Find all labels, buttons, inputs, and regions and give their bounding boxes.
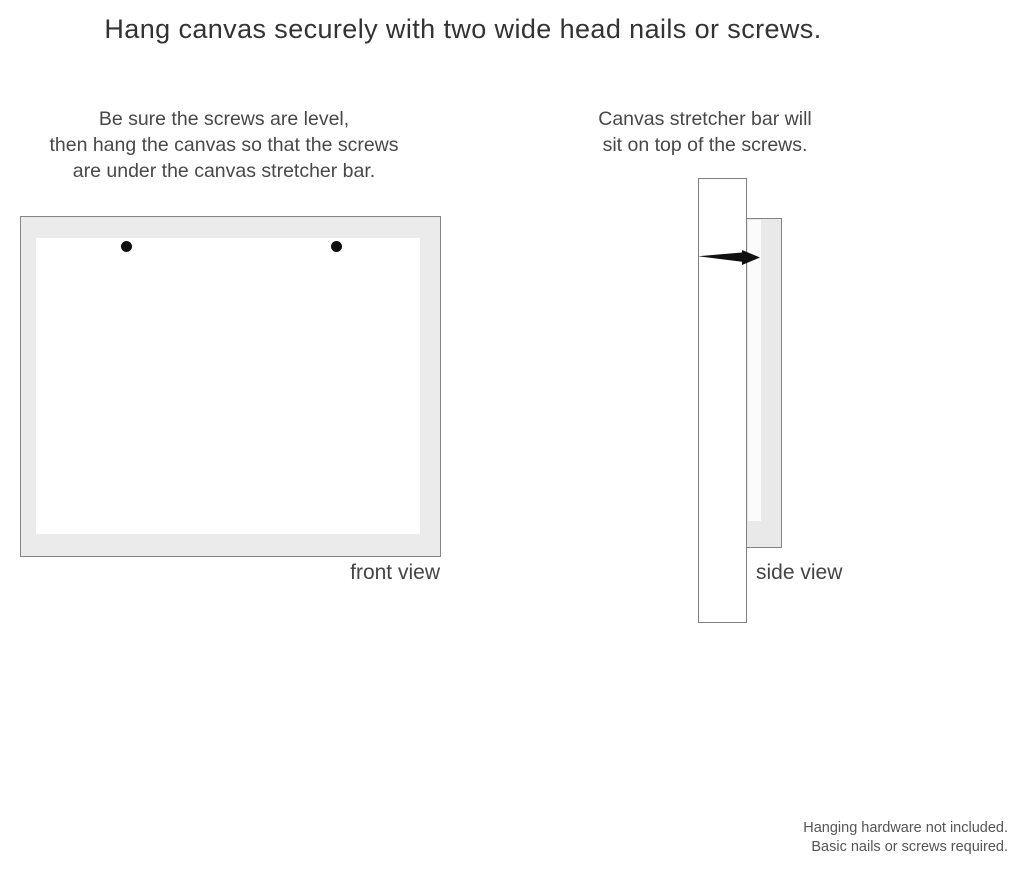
- screw-dot-right-icon: [331, 241, 342, 252]
- side-view-canvas: [746, 218, 782, 548]
- side-view-instructions: Canvas stretcher bar will sit on top of …: [560, 106, 850, 158]
- instruction-line: then hang the canvas so that the screws: [49, 134, 399, 156]
- canvas-edge-highlight: [748, 220, 761, 521]
- footnote-line: Basic nails or screws required.: [811, 839, 1008, 855]
- front-view-instructions: Be sure the screws are level, then hang …: [14, 106, 434, 184]
- screw-dot-left-icon: [121, 241, 132, 252]
- page-title: Hang canvas securely with two wide head …: [104, 14, 822, 44]
- front-view-canvas: [20, 216, 441, 557]
- instruction-line: Canvas stretcher bar will: [598, 108, 812, 130]
- instruction-line: are under the canvas stretcher bar.: [72, 160, 376, 182]
- side-view-label: side view: [756, 561, 843, 584]
- hardware-footnote: Hanging hardware not included. Basic nai…: [803, 819, 1008, 857]
- instruction-line: sit on top of the screws.: [602, 134, 808, 156]
- wall-bar: [698, 178, 747, 623]
- instruction-line: Be sure the screws are level,: [98, 108, 350, 130]
- footnote-line: Hanging hardware not included.: [803, 820, 1008, 836]
- front-view-label: front view: [350, 561, 440, 584]
- canvas-face: [36, 238, 420, 534]
- nail-icon: [698, 250, 760, 265]
